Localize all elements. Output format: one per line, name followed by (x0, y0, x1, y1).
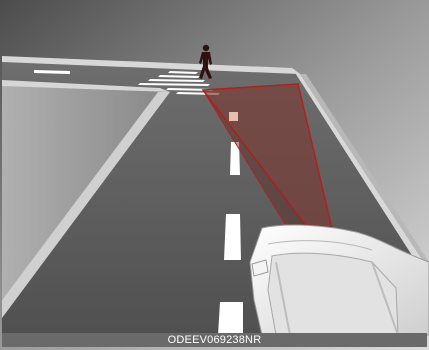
image-code-caption: ODEEV069238NR (2, 333, 427, 347)
target-marker (229, 112, 238, 121)
